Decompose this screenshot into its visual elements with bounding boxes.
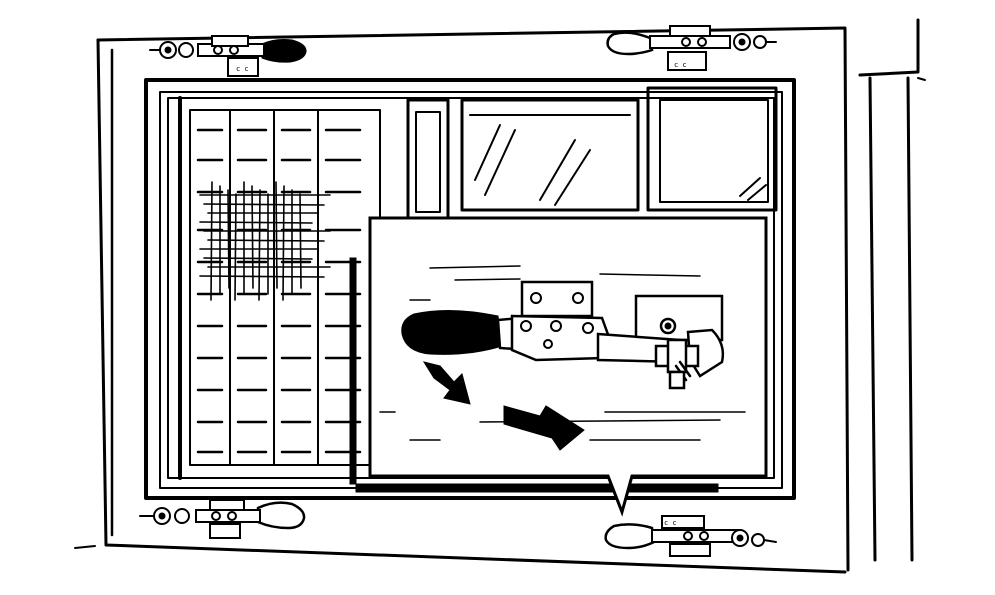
toggle-clamp-bottom-right: c c bbox=[604, 515, 777, 557]
crosshatch-line bbox=[199, 275, 325, 278]
crosshatch-line bbox=[207, 239, 325, 242]
clamp-label-bottom-right: c c bbox=[664, 519, 677, 527]
crosshatch-line bbox=[234, 193, 237, 301]
crosshatch-texture bbox=[199, 181, 331, 301]
toggle-clamp-top-right: c c bbox=[606, 25, 777, 71]
crosshatch-line bbox=[258, 189, 261, 301]
crosshatch-line bbox=[203, 203, 325, 206]
crosshatch-line bbox=[210, 181, 213, 301]
fixture-frame bbox=[74, 18, 926, 574]
toggle-clamp-top-left: c c bbox=[149, 35, 307, 77]
crosshatch-line bbox=[282, 185, 285, 301]
crosshatch-line bbox=[203, 257, 313, 260]
callout-detail bbox=[349, 216, 768, 517]
window-frame bbox=[144, 78, 796, 500]
toggle-clamp-detail bbox=[401, 280, 725, 390]
toggle-clamp-bottom-left bbox=[139, 499, 306, 539]
motion-arrow-2 bbox=[503, 405, 585, 451]
crosshatch-line bbox=[275, 181, 278, 289]
clamp-label-top-left: c c bbox=[236, 65, 249, 73]
clamp-label-top-right: c c bbox=[674, 61, 687, 69]
motion-arrow-1 bbox=[422, 361, 471, 405]
crosshatch-line bbox=[227, 189, 230, 289]
crosshatch-line bbox=[199, 221, 313, 224]
crosshatch-line bbox=[251, 185, 254, 289]
